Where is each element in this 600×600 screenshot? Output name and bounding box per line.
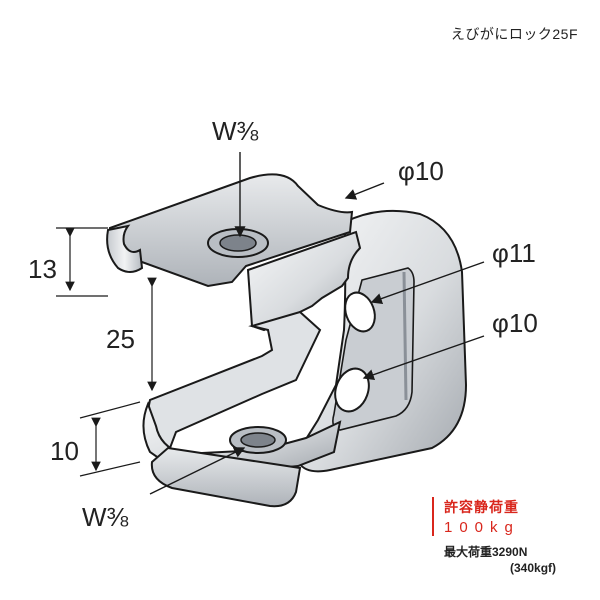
leader-thread-bottom — [149, 447, 246, 495]
dimension-10 — [79, 401, 141, 477]
label-dim-25: 25 — [106, 324, 135, 354]
leader-hole-top — [344, 182, 385, 200]
product-title: えびがにロック25F — [450, 26, 578, 42]
dimension-13 — [56, 227, 108, 297]
label-hole-top: φ10 — [398, 156, 444, 186]
max-load-kgf: (340kgf) — [510, 561, 557, 575]
leader-hole-phi11 — [370, 261, 485, 304]
max-load: 最大荷重3290N — [444, 545, 528, 559]
top-threaded-hole — [219, 234, 257, 252]
label-dim-13: 13 — [28, 254, 57, 284]
label-dim-10: 10 — [50, 436, 79, 466]
inner-wall — [144, 310, 322, 450]
leader-hole-phi10 — [362, 335, 485, 381]
window-edge — [402, 271, 408, 401]
bottom-threaded-hole — [240, 432, 276, 448]
label-thread-top: W⅜ — [212, 116, 259, 146]
hole-phi11 — [344, 291, 376, 333]
label-thread-bottom: W⅜ — [82, 502, 129, 532]
hole-phi10 — [334, 367, 370, 413]
allowable-load-value: 100kg — [444, 519, 520, 536]
label-hole-phi11: φ11 — [492, 238, 536, 268]
label-hole-phi10: φ10 — [492, 308, 538, 338]
load-spec: 許容静荷重 100kg — [432, 497, 520, 536]
allowable-load-title: 許容静荷重 — [444, 499, 519, 515]
bottom-jaw-base — [150, 446, 302, 508]
top-jaw-lip — [106, 224, 144, 273]
